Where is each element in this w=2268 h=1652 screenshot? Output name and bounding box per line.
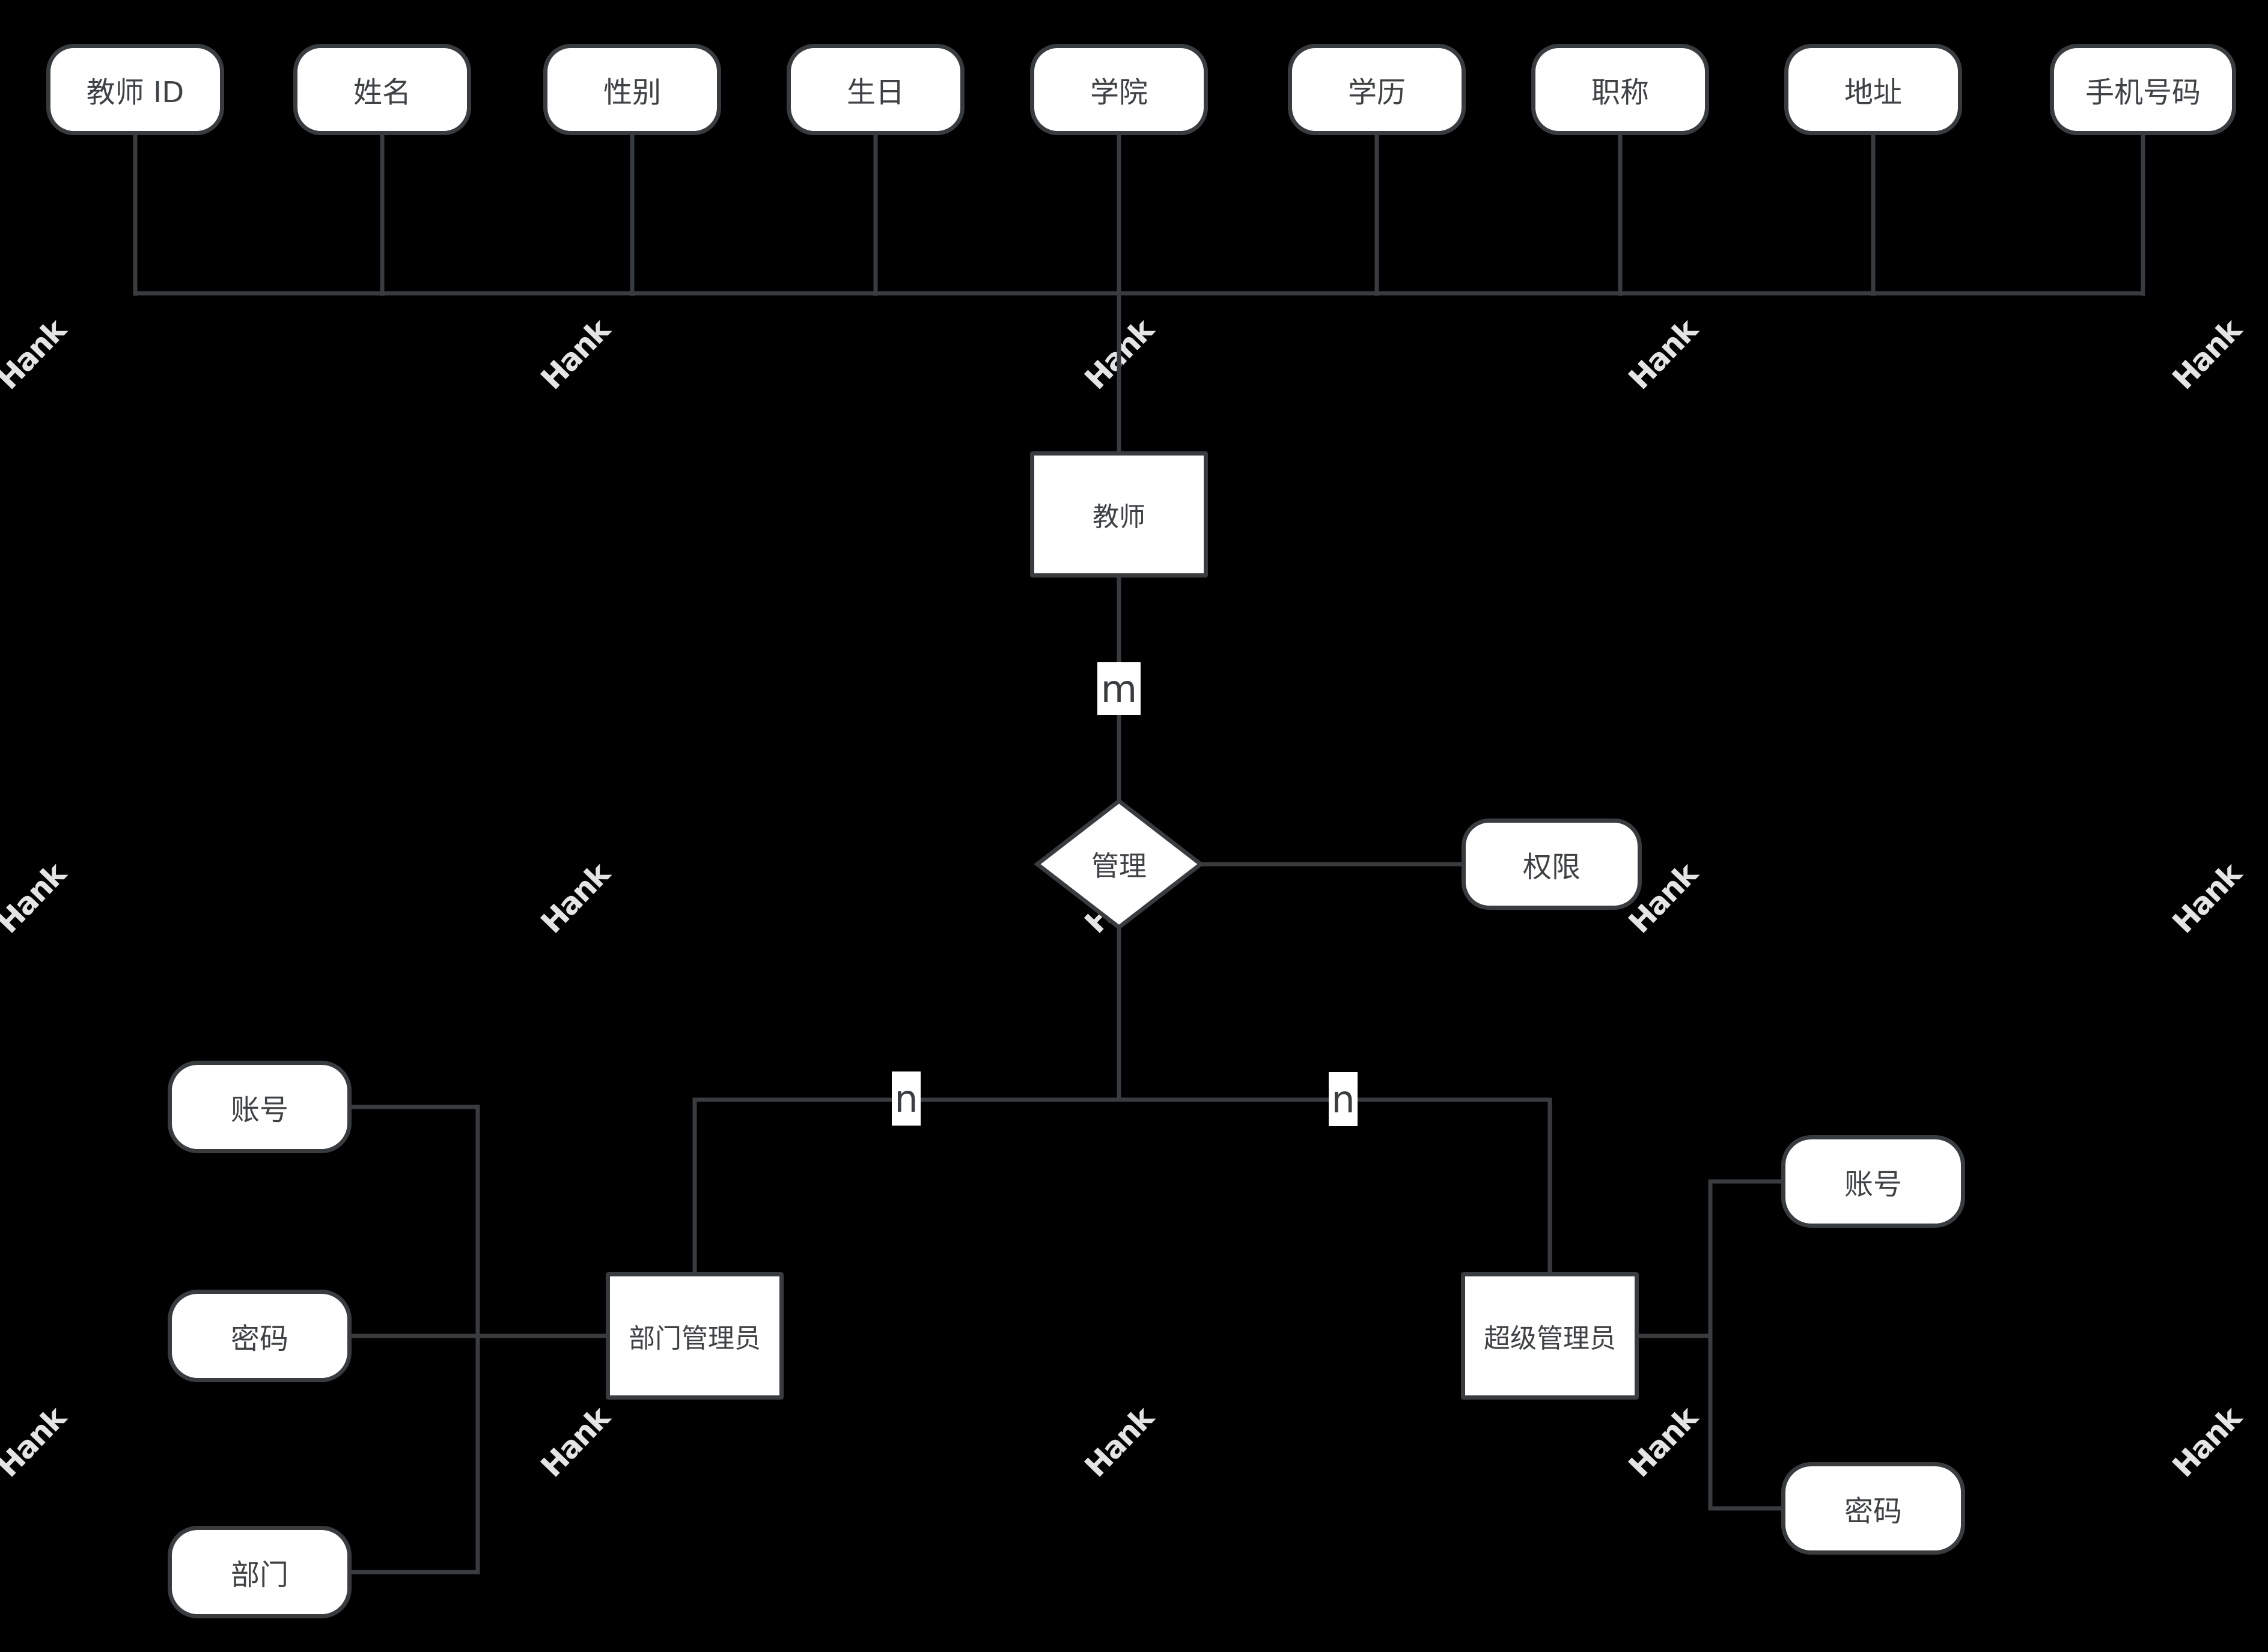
attribute-label: 性别 (603, 76, 661, 109)
attribute-label: 密码 (1844, 1495, 1902, 1528)
attribute-gender[interactable]: 性别 (543, 44, 721, 135)
attribute-label: 姓名 (353, 76, 411, 109)
attribute-label: 职称 (1591, 76, 1649, 109)
attribute-teacher-id[interactable]: 教师 ID (46, 44, 224, 135)
entity-super-admin[interactable]: 超级管理员 (1461, 1272, 1639, 1400)
attribute-super-admin-account[interactable]: 账号 (1781, 1135, 1965, 1228)
attribute-college[interactable]: 学院 (1030, 44, 1208, 135)
attribute-label: 生日 (846, 76, 904, 109)
entity-label: 超级管理员 (1484, 1323, 1616, 1354)
attribute-label: 密码 (230, 1322, 288, 1356)
entity-label: 部门管理员 (629, 1323, 761, 1354)
attribute-label: 账号 (1844, 1168, 1902, 1201)
entity-dept-admin[interactable]: 部门管理员 (606, 1272, 784, 1400)
attribute-label: 部门 (230, 1558, 288, 1592)
attribute-super-admin-password[interactable]: 密码 (1781, 1462, 1965, 1555)
cardinality-n-super-admin[interactable]: n (1329, 1072, 1358, 1126)
attribute-label: 权限 (1522, 850, 1581, 884)
attribute-phone-number[interactable]: 手机号码 (2050, 44, 2236, 135)
relationship-diamond[interactable] (1034, 798, 1204, 930)
attribute-label: 账号 (230, 1093, 288, 1127)
attribute-name[interactable]: 姓名 (293, 44, 471, 135)
attribute-label: 地址 (1844, 76, 1902, 109)
cardinality-n-dept-admin[interactable]: n (892, 1071, 921, 1126)
attribute-dept-admin-account[interactable]: 账号 (168, 1061, 352, 1153)
attribute-dept-admin-password[interactable]: 密码 (168, 1290, 352, 1382)
entity-label: 教师 (1093, 502, 1145, 532)
attribute-label: 学历 (1347, 76, 1406, 109)
attribute-label: 学院 (1090, 76, 1148, 109)
relationship-label[interactable]: 管理 (1091, 850, 1147, 882)
attribute-label: 教师 ID (86, 76, 184, 109)
attribute-dept-admin-department[interactable]: 部门 (168, 1526, 352, 1618)
attribute-birthday[interactable]: 生日 (787, 44, 965, 135)
attribute-permission[interactable]: 权限 (1462, 818, 1642, 910)
cardinality-m[interactable]: m (1097, 662, 1141, 715)
attribute-education[interactable]: 学历 (1288, 44, 1466, 135)
attribute-label: 手机号码 (2085, 76, 2201, 109)
attribute-address[interactable]: 地址 (1784, 44, 1962, 135)
attribute-job-title[interactable]: 职称 (1531, 44, 1709, 135)
entity-teacher[interactable]: 教师 (1030, 451, 1208, 578)
